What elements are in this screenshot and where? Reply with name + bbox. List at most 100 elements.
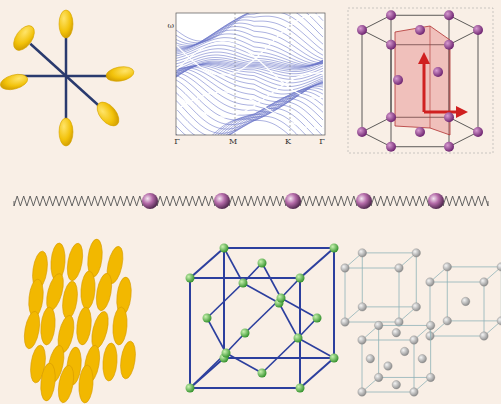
bond [262, 263, 281, 298]
bands [176, 13, 323, 135]
cube-edge [414, 340, 415, 392]
cell-edge [391, 146, 449, 147]
atom [330, 354, 339, 363]
axis-label: ω [167, 22, 174, 30]
bond [207, 283, 243, 318]
diamond-cell [186, 244, 339, 393]
atom [241, 329, 250, 338]
plot-border [176, 13, 325, 135]
atom [395, 264, 403, 272]
atom [415, 25, 425, 35]
bulk-band [176, 112, 323, 135]
surface-band [176, 92, 323, 128]
cube-edge [333, 248, 335, 358]
atom [374, 321, 382, 329]
spring-chain [14, 193, 488, 209]
atom [497, 317, 501, 325]
cube-edge [190, 277, 300, 279]
atom [386, 112, 396, 122]
surface-band [176, 42, 323, 98]
bond-stick [30, 44, 66, 76]
atom [366, 355, 374, 363]
arrow-head [456, 106, 468, 118]
cube-edge [345, 268, 346, 322]
mass [214, 193, 230, 209]
cube-edge [362, 340, 363, 392]
cube-edge [362, 340, 414, 341]
bond-stick [66, 76, 102, 108]
spring [443, 196, 488, 206]
cube-edge [430, 325, 431, 377]
k-point-label: M [229, 138, 237, 146]
atom [426, 332, 434, 340]
cube-edge [447, 267, 448, 321]
atom [386, 142, 396, 152]
mesogen [65, 242, 85, 282]
bulk-band [176, 89, 323, 133]
atom [410, 388, 418, 396]
mesogen [75, 306, 93, 345]
primitive-cell [395, 26, 450, 135]
bond [207, 318, 226, 353]
cubic-cells [341, 249, 501, 397]
cube-edge [430, 282, 484, 283]
arrow-head [418, 52, 430, 64]
k-point-label: Γ [174, 138, 180, 146]
atom [410, 336, 418, 344]
atom [294, 334, 303, 343]
cube-edge [430, 336, 484, 337]
atom [412, 303, 420, 311]
mesogen [78, 365, 95, 404]
orbital-lobe [59, 118, 73, 146]
atom [358, 388, 366, 396]
mesogen [89, 310, 112, 350]
orbital-lobe [0, 72, 29, 93]
mass [428, 193, 444, 209]
atom [473, 25, 483, 35]
atom [444, 142, 454, 152]
atom [418, 355, 426, 363]
cell-edge [391, 15, 392, 117]
spring [300, 196, 357, 206]
mesogen [22, 310, 42, 350]
orbital-lobe [9, 22, 38, 54]
orbital-lobe [93, 98, 123, 130]
bulk-band [176, 91, 323, 135]
octahedral-orbitals [0, 10, 135, 146]
surface-band [176, 73, 323, 117]
mass [285, 193, 301, 209]
cube-edge [416, 253, 417, 307]
cell-edge [391, 15, 449, 16]
atom [358, 303, 366, 311]
surface-band [176, 15, 323, 75]
band-structure [176, 0, 325, 163]
atom [357, 127, 367, 137]
cube-edge [447, 266, 501, 267]
atom [444, 40, 454, 50]
atom [473, 127, 483, 137]
atom [392, 329, 400, 337]
liquid-crystal [22, 238, 138, 404]
atom [296, 384, 305, 393]
k-marker [235, 13, 236, 135]
atom [374, 373, 382, 381]
atom [358, 249, 366, 257]
bond [298, 338, 334, 358]
cube-edge [447, 320, 501, 321]
cell-edge [362, 30, 363, 132]
bulk-band [176, 20, 323, 55]
cube-edge [484, 282, 485, 336]
atom [426, 321, 434, 329]
bulk-band [176, 34, 323, 64]
atom [412, 249, 420, 257]
atom [358, 336, 366, 344]
atom [480, 278, 488, 286]
cube-edge [399, 268, 400, 322]
atom [330, 244, 339, 253]
outer-box [348, 8, 493, 153]
cube-edge [362, 306, 416, 307]
mass [356, 193, 372, 209]
mass [142, 193, 158, 209]
atom [258, 259, 267, 268]
atom [392, 381, 400, 389]
